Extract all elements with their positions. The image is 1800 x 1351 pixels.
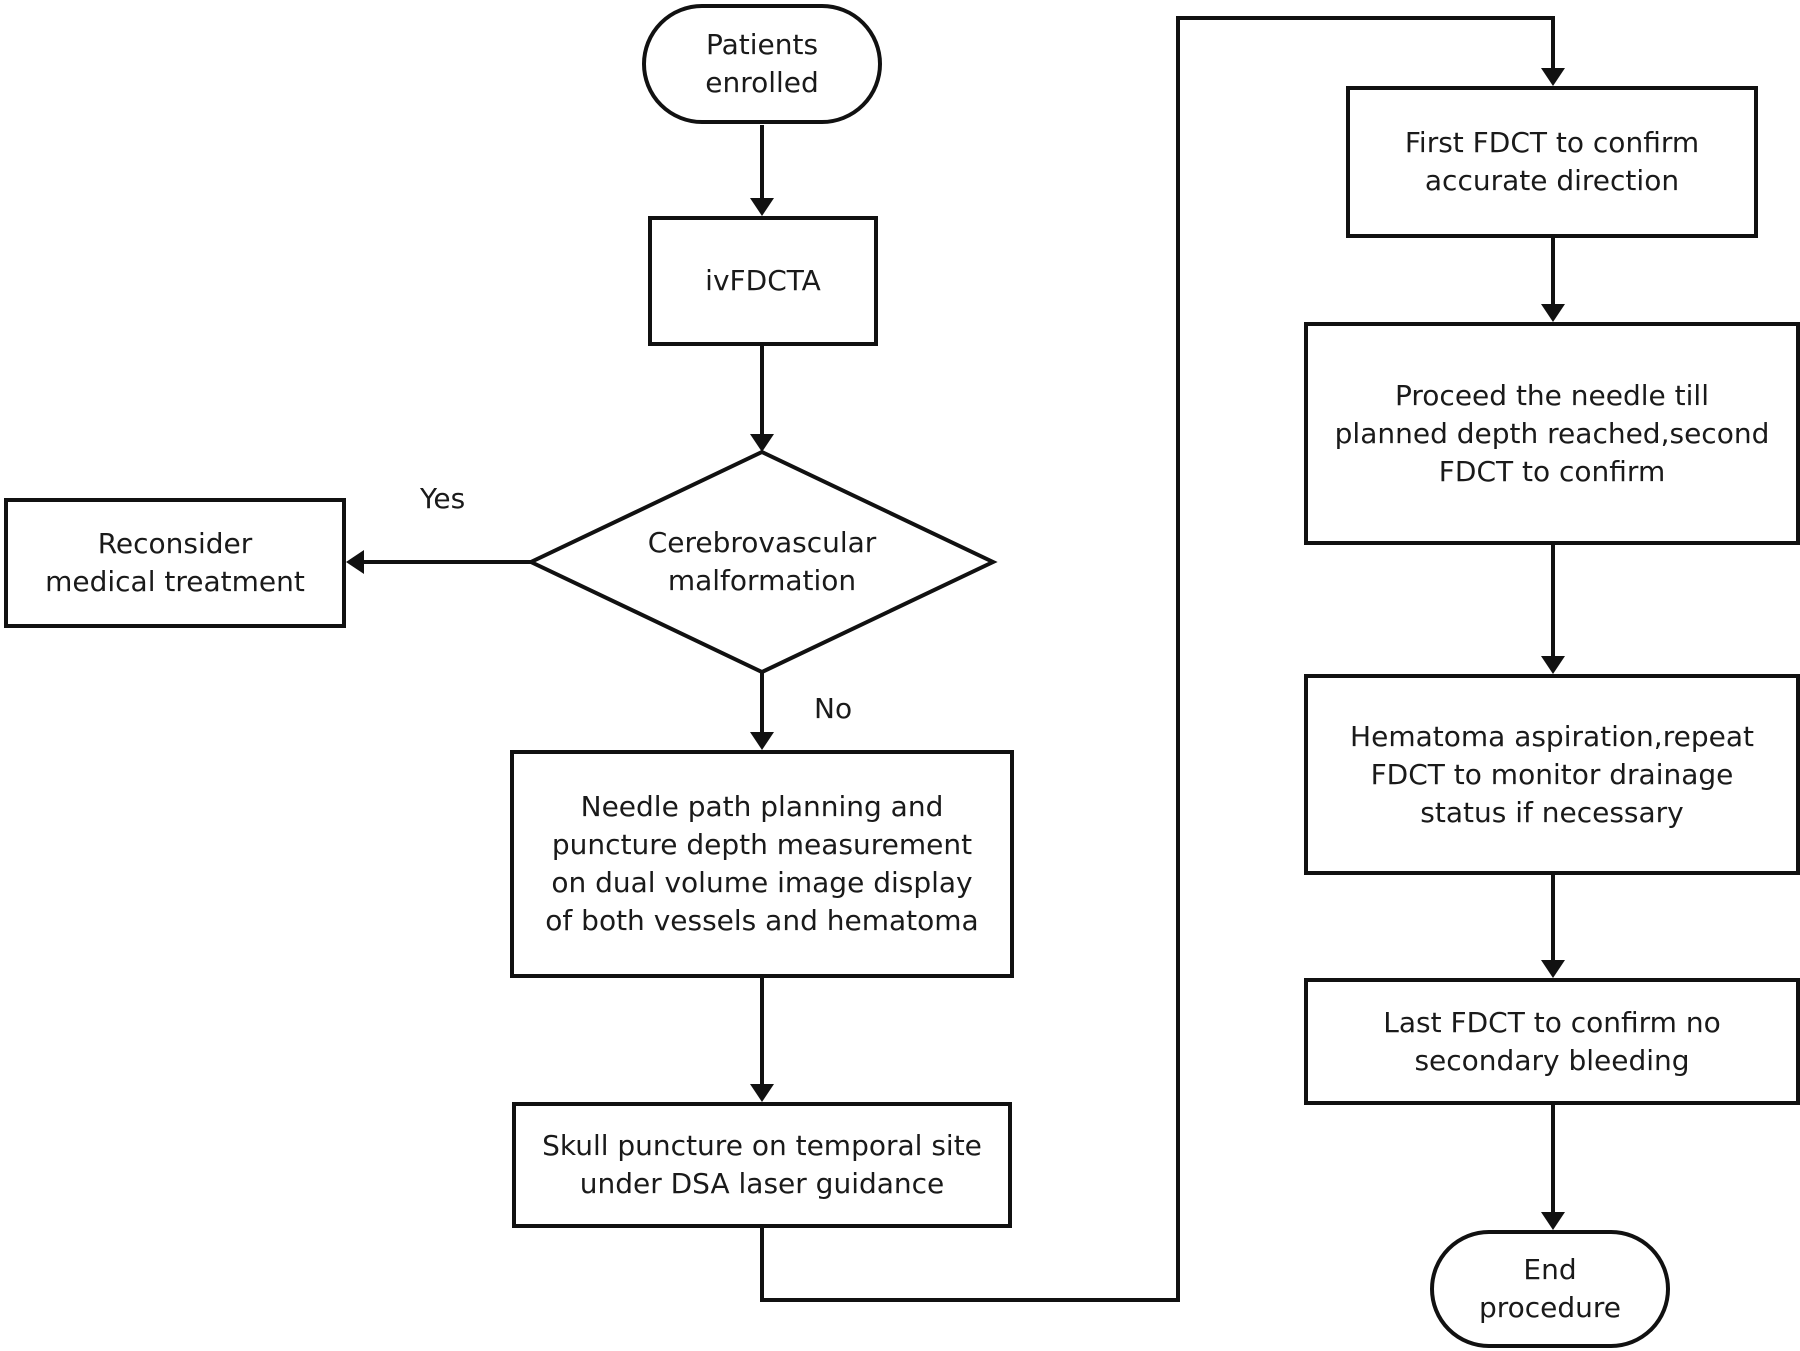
- arrow-proceed-to-aspiration: [1541, 656, 1565, 674]
- edge-label-yes: Yes: [420, 482, 466, 515]
- start-terminal: Patients enrolled: [642, 4, 882, 124]
- arrow-skull-to-first-fdct: [1541, 68, 1565, 86]
- arrow-ivfdcta-to-decision: [750, 434, 774, 452]
- ivfdcta-box: ivFDCTA: [648, 216, 878, 346]
- planning-label: Needle path planning and puncture depth …: [545, 790, 979, 937]
- aspiration-box: Hematoma aspiration,repeat FDCT to monit…: [1304, 674, 1800, 875]
- arrow-last-fdct-to-end: [1541, 1212, 1565, 1230]
- reconsider-label: Reconsider medical treatment: [45, 527, 305, 598]
- arrow-decision-to-reconsider: [346, 550, 364, 574]
- decision-label: Cerebrovascular malformation: [647, 526, 877, 597]
- last-fdct-box: Last FDCT to confirm no secondary bleedi…: [1304, 978, 1800, 1105]
- arrow-start-to-ivfdcta: [750, 198, 774, 216]
- arrow-first-fdct-to-proceed: [1541, 304, 1565, 322]
- skull-label: Skull puncture on temporal site under DS…: [542, 1129, 982, 1200]
- end-terminal: End procedure: [1430, 1230, 1670, 1348]
- proceed-label: Proceed the needle till planned depth re…: [1334, 378, 1770, 488]
- last-fdct-label: Last FDCT to confirm no secondary bleedi…: [1383, 1005, 1721, 1077]
- decision-label-container: Cerebrovascular malformation: [582, 512, 942, 612]
- ivfdcta-label: ivFDCTA: [705, 264, 821, 297]
- skull-box: Skull puncture on temporal site under DS…: [512, 1102, 1012, 1228]
- edge-label-no: No: [814, 692, 853, 725]
- reconsider-box: Reconsider medical treatment: [4, 498, 346, 628]
- first-fdct-label: First FDCT to confirm accurate direction: [1404, 126, 1700, 197]
- end-terminal-label: End procedure: [1478, 1253, 1622, 1324]
- first-fdct-box: First FDCT to confirm accurate direction: [1346, 86, 1758, 238]
- edge-skull-to-first-fdct: [760, 16, 1555, 1302]
- arrow-planning-to-skull: [750, 1084, 774, 1102]
- start-terminal-label: Patients enrolled: [705, 28, 819, 99]
- planning-box: Needle path planning and puncture depth …: [510, 750, 1014, 978]
- proceed-box: Proceed the needle till planned depth re…: [1304, 322, 1800, 545]
- aspiration-label: Hematoma aspiration,repeat FDCT to monit…: [1350, 719, 1754, 829]
- arrow-decision-to-planning: [750, 732, 774, 750]
- arrow-aspiration-to-last-fdct: [1541, 960, 1565, 978]
